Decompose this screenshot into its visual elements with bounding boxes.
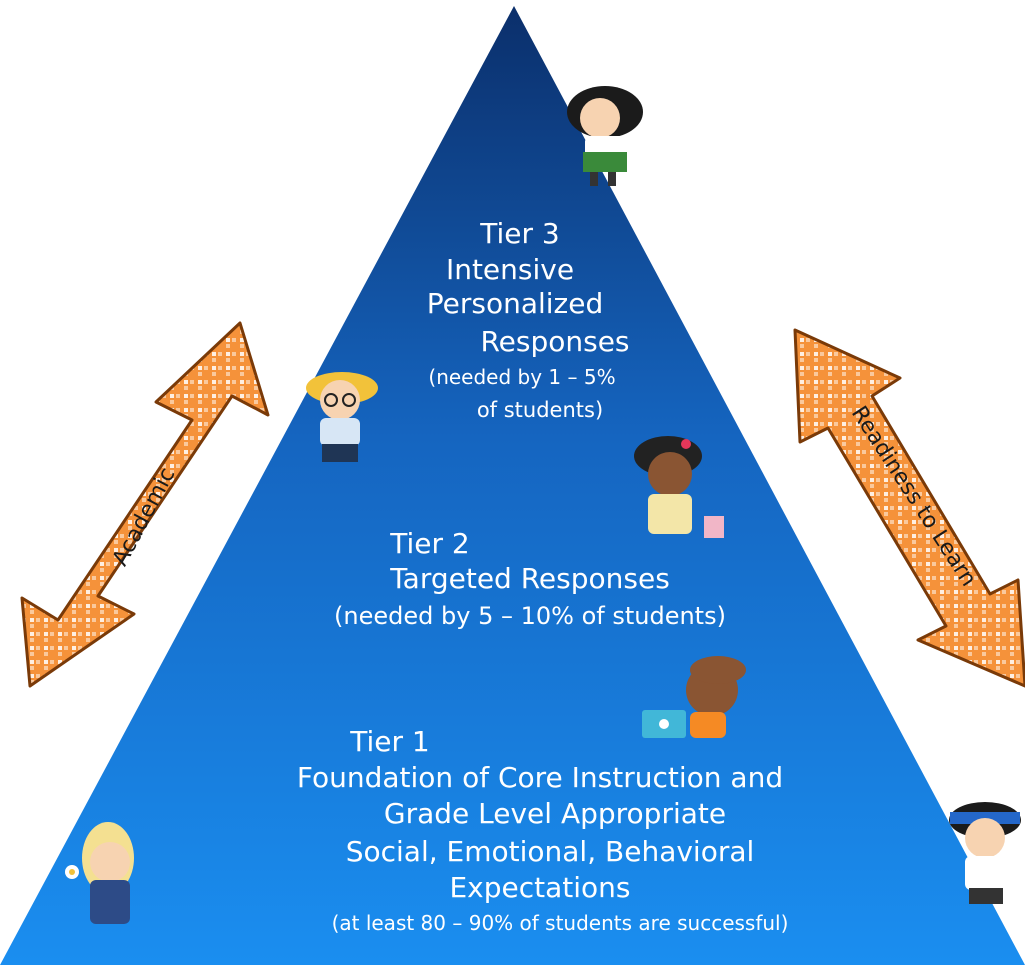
tier1-line3: Social, Emotional, Behavioral — [345, 835, 755, 868]
tier3-line2: Personalized — [426, 287, 604, 320]
tier1-line2: Grade Level Appropriate — [383, 797, 727, 830]
student-illustration-top — [567, 86, 643, 186]
student-illustration-glasses — [306, 372, 378, 462]
tier3-line1: Intensive — [445, 253, 575, 286]
tier3-note1: (needed by 1 – 5% — [428, 365, 616, 389]
tier1-line1: Foundation of Core Instruction and — [296, 761, 784, 794]
pyramid — [0, 6, 1025, 965]
tier3-note2: of students) — [476, 398, 604, 422]
academic-arrow — [20, 321, 270, 688]
student-illustration-boy-box — [642, 656, 746, 738]
tier2-note: (needed by 5 – 10% of students) — [334, 602, 726, 630]
student-illustration-girl-flower — [65, 822, 134, 924]
tier1-note: (at least 80 – 90% of students are succe… — [331, 911, 789, 935]
academic-arrow-label: Academic — [108, 464, 180, 571]
student-illustration-boy-right — [949, 802, 1021, 904]
readiness-arrow — [793, 328, 1025, 688]
tier3-line3: Responses — [480, 325, 630, 358]
tier1-line4: Expectations — [449, 871, 631, 904]
tier2-line1: Targeted Responses — [390, 562, 670, 595]
tier2-title: Tier 2 — [390, 527, 470, 560]
tier3-title: Tier 3 — [480, 217, 560, 250]
student-illustration-girl-middle — [634, 436, 724, 538]
tier1-title: Tier 1 — [350, 725, 430, 758]
